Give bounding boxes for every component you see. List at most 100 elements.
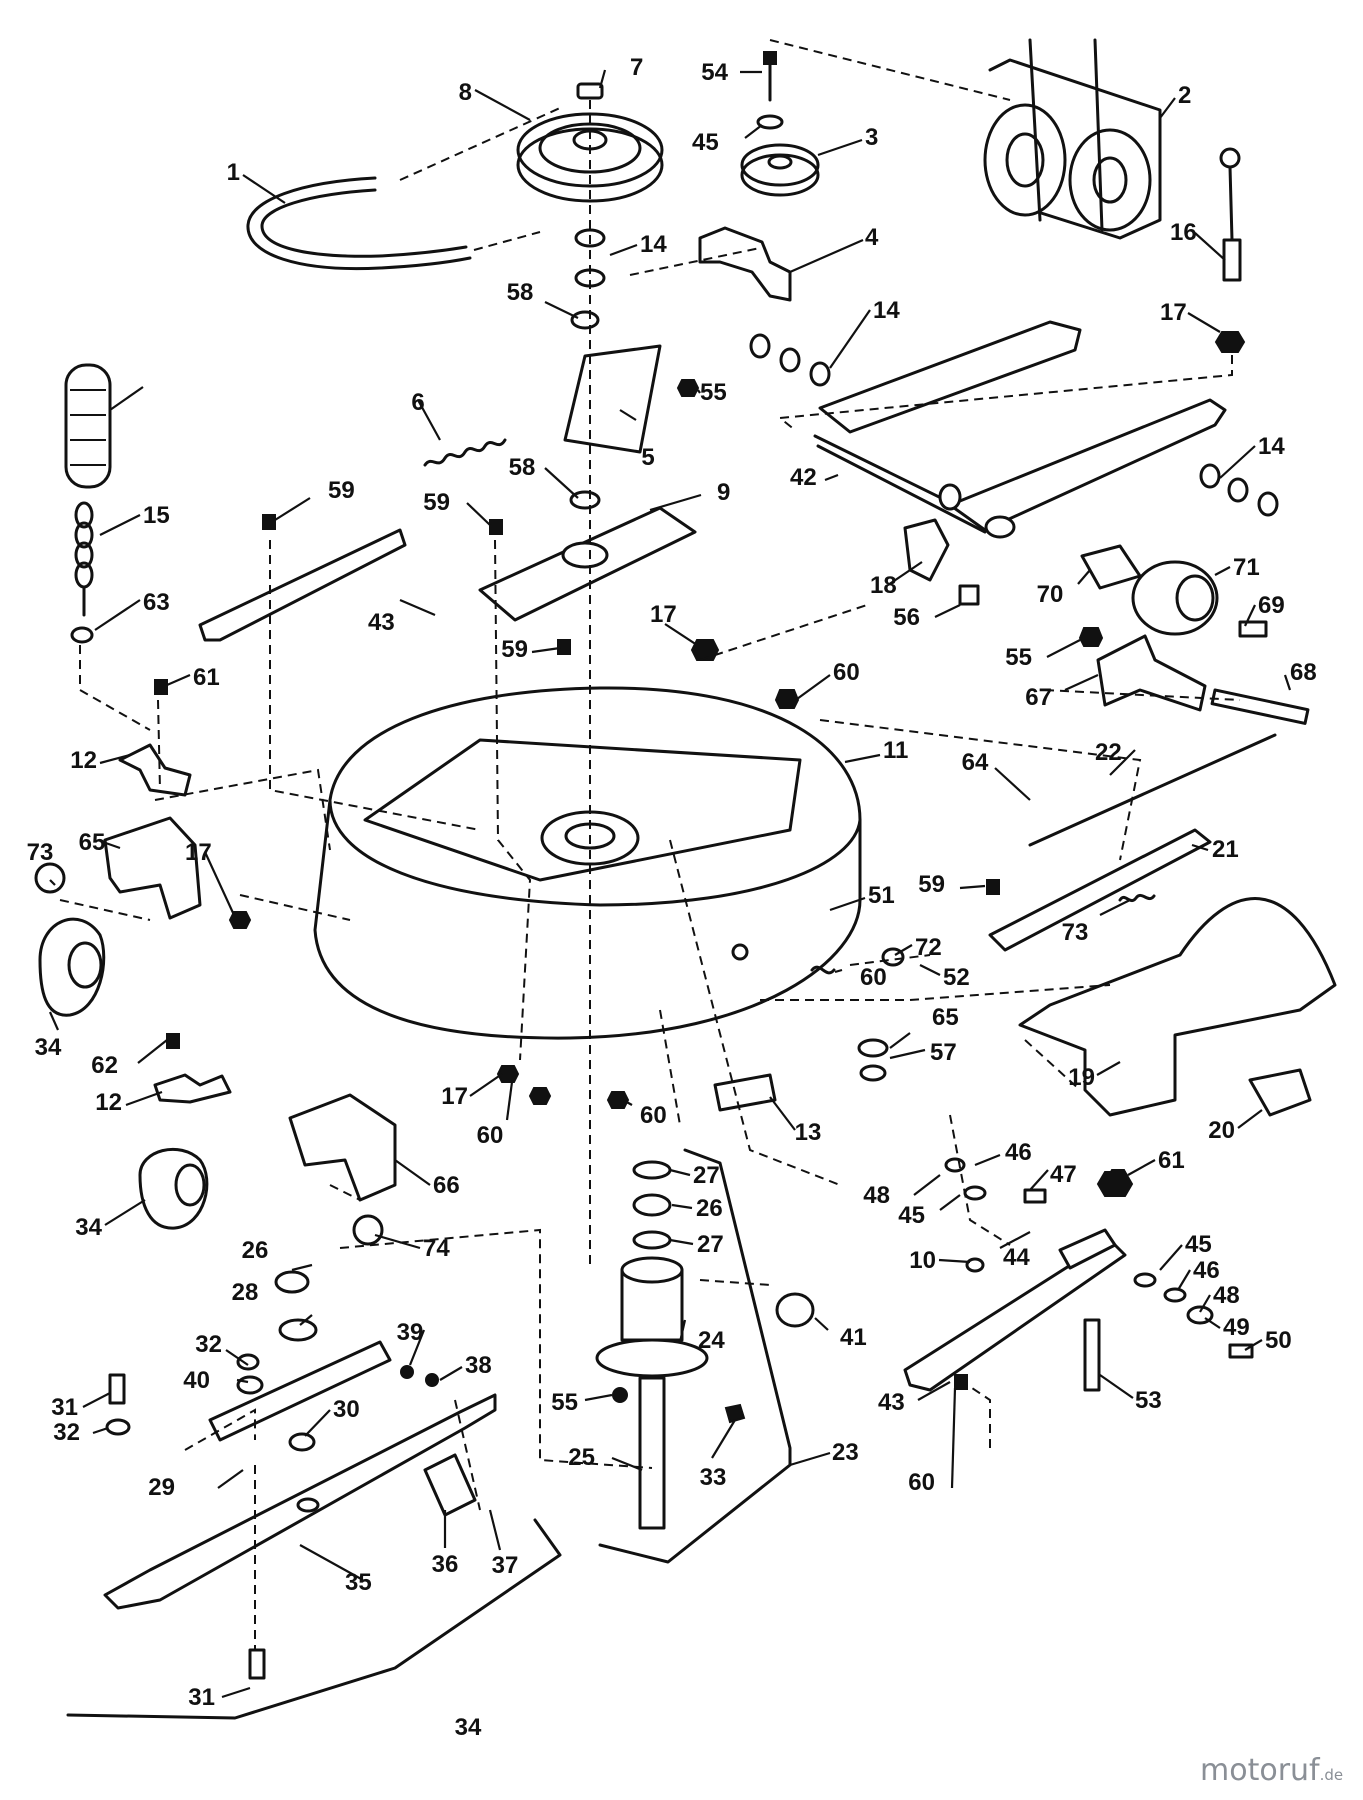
callout-18: 18	[870, 572, 897, 599]
callout-26: 26	[696, 1195, 723, 1222]
callout-15: 15	[143, 502, 170, 529]
callout-60: 60	[833, 659, 860, 686]
callout-24: 24	[698, 1327, 725, 1354]
spindle-assembly	[595, 1160, 815, 1530]
anti-scalp-roller	[138, 1147, 209, 1230]
adjust-rod	[1214, 147, 1246, 353]
callout-53: 53	[1135, 1387, 1162, 1414]
callout-11: 11	[883, 737, 908, 764]
callout-38: 38	[465, 1352, 492, 1379]
watermark-suffix: .de	[1320, 1766, 1344, 1784]
mower-deck-housing	[313, 686, 862, 1040]
wheel-bracket-assembly	[1080, 544, 1310, 725]
callout-59: 59	[918, 871, 945, 898]
callout-67: 68	[1290, 659, 1317, 686]
callout-51: 51	[868, 882, 895, 909]
callout-39: 39	[397, 1319, 424, 1346]
support-bar	[198, 528, 407, 642]
pivot-block	[903, 518, 950, 582]
callout-65: 65	[79, 829, 106, 856]
callout-50: 50	[1265, 1327, 1292, 1354]
watermark-brand: motoruf	[1200, 1753, 1321, 1788]
callout-71: 72	[915, 934, 942, 961]
callout-17: 17	[1160, 299, 1187, 326]
callout-55: 55	[551, 1389, 578, 1416]
callout-59: 59	[501, 636, 528, 663]
chain	[70, 501, 94, 644]
callout-2: 2	[1178, 82, 1191, 109]
callout-60: 60	[640, 1102, 667, 1129]
callout-43: 43	[368, 609, 395, 636]
callout-58: 58	[509, 454, 536, 481]
callout-27: 27	[697, 1231, 724, 1258]
callout-60: 60	[477, 1122, 504, 1149]
tension-spring	[423, 438, 507, 467]
engine-pulley-assembly	[983, 38, 1162, 240]
callout-5: 5	[641, 444, 654, 471]
bolt	[248, 1648, 266, 1680]
callout-72: 73	[1062, 919, 1089, 946]
callout-54: 54	[701, 59, 728, 86]
lift-arm-assembly	[813, 320, 1227, 539]
callout-41: 41	[840, 1324, 867, 1351]
callout-35: 35	[345, 1569, 372, 1596]
decal	[1248, 1068, 1312, 1117]
callout-34: 34	[35, 1034, 62, 1061]
callout-4: 4	[865, 224, 879, 251]
idler-arm-plate	[563, 344, 662, 454]
callout-69: 70	[1037, 581, 1064, 608]
callout-45: 45	[1185, 1231, 1212, 1258]
callout-3: 3	[865, 124, 878, 151]
callout-31: 31	[188, 1684, 215, 1711]
callout-48: 48	[1213, 1282, 1240, 1309]
callout-7: 7	[630, 54, 643, 81]
callout-27: 27	[693, 1162, 720, 1189]
idler-pulley	[740, 51, 820, 197]
callout-14: 14	[640, 231, 667, 258]
deck-hanger-bracket	[118, 743, 192, 797]
callout-28: 28	[232, 1279, 259, 1306]
callout-49: 49	[1223, 1314, 1250, 1341]
callout-48: 48	[863, 1182, 890, 1209]
callout-52: 52	[943, 964, 970, 991]
callout-59: 59	[423, 489, 450, 516]
mower-blade	[103, 1393, 497, 1610]
callout-29: 29	[148, 1474, 175, 1501]
callout-21: 21	[1212, 836, 1239, 863]
callout-59: 59	[328, 477, 355, 504]
assembly-guides	[59, 39, 1241, 1650]
roller-bracket	[103, 816, 202, 920]
callout-10: 10	[909, 1247, 936, 1274]
callout-56: 56	[893, 604, 920, 631]
callout-23: 23	[832, 1439, 859, 1466]
callout-25: 25	[568, 1444, 595, 1471]
callout-60: 60	[860, 964, 887, 991]
callout-46: 46	[1005, 1139, 1032, 1166]
callout-36: 36	[432, 1551, 459, 1578]
callout-22: 22	[1095, 739, 1122, 766]
handle-grip	[64, 363, 112, 489]
callout-30: 30	[333, 1396, 360, 1423]
callout-33: 33	[700, 1464, 727, 1491]
v-belt	[246, 176, 472, 271]
callout-73: 74	[423, 1235, 450, 1262]
washer-stack	[749, 333, 1279, 517]
callout-32: 32	[53, 1419, 80, 1446]
callout-70: 71	[1233, 554, 1260, 581]
assembly-bracket-spindle	[598, 1148, 792, 1564]
callout-17: 17	[441, 1083, 468, 1110]
callout-37: 37	[492, 1552, 519, 1579]
decal	[713, 1073, 777, 1112]
callout-47: 47	[1050, 1161, 1077, 1188]
svg-text:motoruf.de: motoruf.de	[1200, 1753, 1343, 1788]
callout-14: 14	[1258, 433, 1285, 460]
callout-61: 61	[193, 664, 220, 691]
callout-12: 12	[95, 1089, 122, 1116]
callout-8: 8	[459, 79, 472, 106]
callout-43: 43	[878, 1389, 905, 1416]
callout-57: 57	[930, 1039, 957, 1066]
callout-68: 69	[1258, 592, 1285, 619]
callout-34: 34	[455, 1714, 482, 1741]
callout-59: 60	[908, 1469, 935, 1496]
